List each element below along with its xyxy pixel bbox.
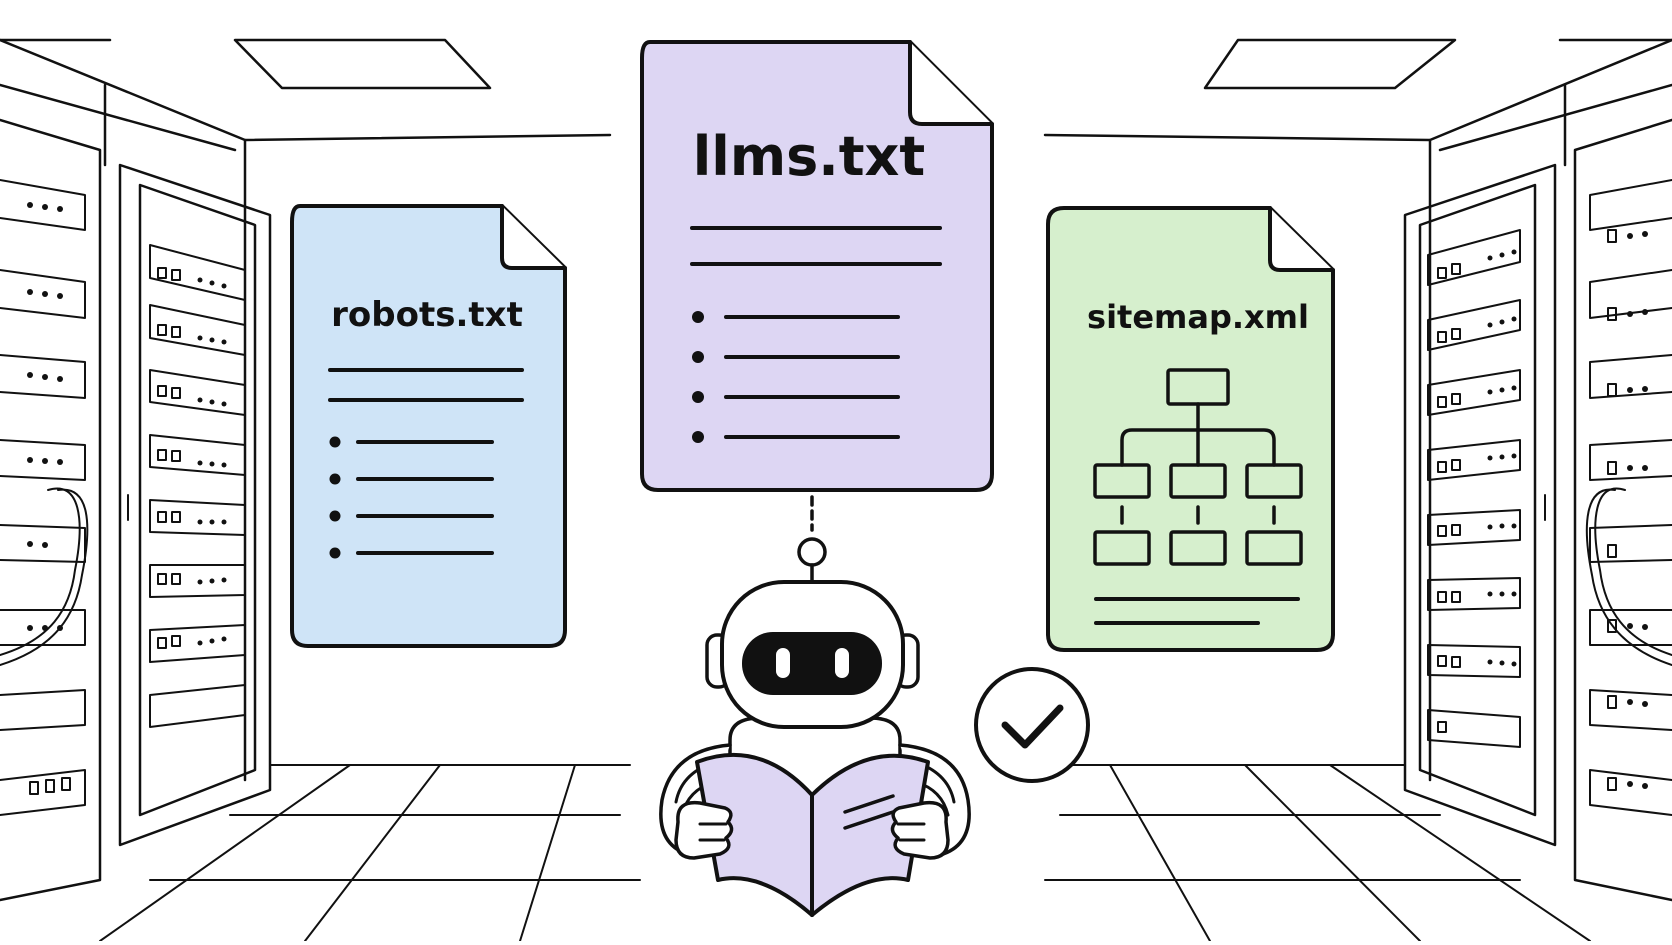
llms-doc-bullets: [692, 311, 704, 443]
robot-right-hand: [890, 800, 950, 860]
robots-doc-bullets: [329, 436, 341, 559]
llms-txt-document: [640, 40, 994, 492]
sitemap-doc-lines: [1094, 597, 1300, 625]
robot-left-eye: [776, 648, 790, 678]
sitemap-doc-title: sitemap.xml: [1087, 298, 1309, 336]
llms-doc-lines: [690, 226, 942, 439]
server-rack-right: [1403, 118, 1672, 902]
robots-doc-body: [290, 204, 567, 648]
llms-doc-fold: [908, 40, 994, 126]
room-ceiling: [0, 38, 1672, 782]
robots-doc-lines: [328, 368, 524, 555]
server-rack-left: [0, 118, 272, 902]
sitemap-doc-fold: [1268, 206, 1335, 272]
room-floor: [99, 764, 1591, 942]
robot-right-eye: [835, 648, 849, 678]
robots-doc-fold: [500, 204, 567, 270]
robots-txt-document: [290, 204, 567, 648]
robot-antenna-tip: [797, 537, 827, 567]
robot-visor: [742, 632, 882, 695]
checkmark-circle-icon: [974, 667, 1090, 783]
llms-doc-title: llms.txt: [693, 125, 925, 188]
robot-left-hand: [674, 800, 734, 860]
sitemap-tree-diagram: [1093, 368, 1303, 566]
sitemap-xml-document: [1046, 206, 1335, 652]
robot-book-text-lines: [843, 794, 895, 830]
robot-reading-book-icon: [659, 537, 971, 917]
robots-doc-title: robots.txt: [331, 295, 523, 335]
